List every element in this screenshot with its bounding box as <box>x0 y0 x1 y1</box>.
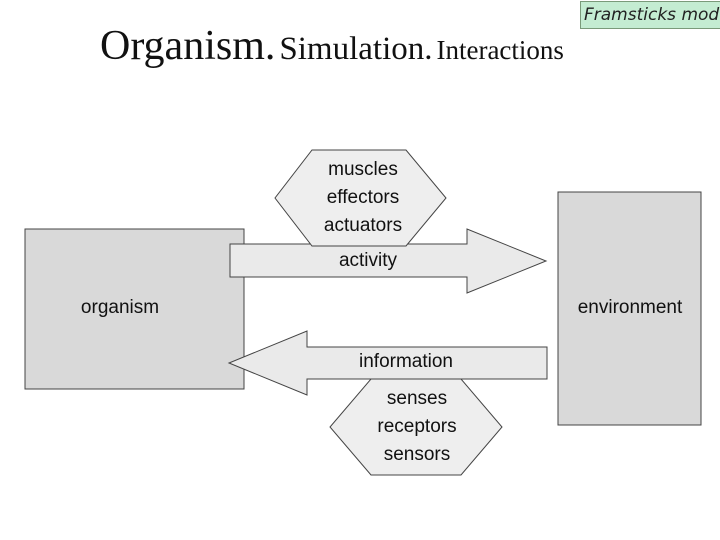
effectors-line-1: muscles <box>328 159 398 180</box>
information-label: information <box>359 351 453 372</box>
title-simulation: Simulation. <box>279 31 433 67</box>
title-organism: Organism. <box>100 23 276 69</box>
environment-label: environment <box>577 297 683 318</box>
badge-text: Framsticks mode <box>584 5 720 25</box>
sensors-hexagon <box>329 378 503 476</box>
framsticks-mode-badge: Framsticks mode <box>580 1 720 29</box>
sensors-line-2: receptors <box>377 416 457 437</box>
effectors-line-3: actuators <box>323 215 403 236</box>
environment-box <box>557 191 702 426</box>
activity-label: activity <box>338 250 398 271</box>
organism-box <box>24 228 245 390</box>
page-title: Organism. Simulation. Interactions <box>100 22 564 70</box>
sensors-line-3: sensors <box>383 444 451 465</box>
effectors-hexagon <box>274 149 447 247</box>
activity-arrow <box>229 228 548 294</box>
sensors-labels: senses receptors sensors <box>362 385 472 469</box>
organism-label: organism <box>80 297 160 318</box>
effectors-labels: muscles effectors actuators <box>310 156 416 240</box>
effectors-line-2: effectors <box>326 187 400 208</box>
information-arrow <box>227 330 548 396</box>
title-interactions: Interactions <box>436 35 564 65</box>
sensors-line-1: senses <box>386 388 448 409</box>
